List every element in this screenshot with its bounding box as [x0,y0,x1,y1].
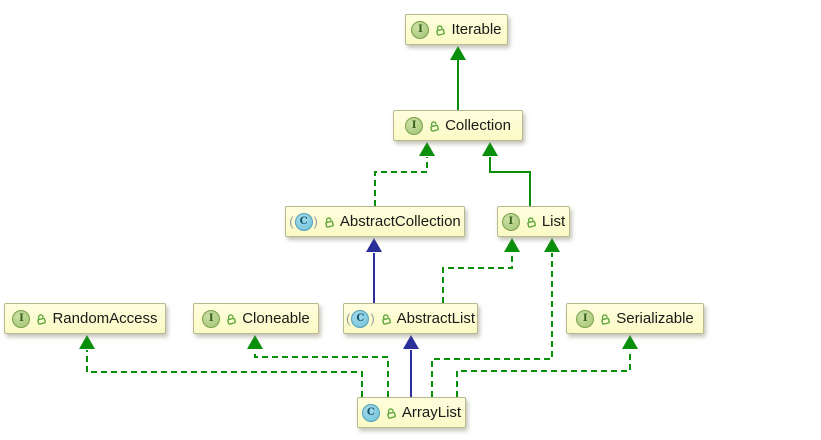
open-lock-icon [37,313,47,325]
open-lock-icon [527,216,536,228]
edge-arraylist-extends-abstractlist [403,335,419,397]
open-lock-icon [325,216,334,228]
node-label: Serializable [616,309,694,327]
node-label: AbstractList [396,309,476,327]
node-iterable[interactable]: I Iterable [405,14,508,45]
node-serializable[interactable]: I Serializable [566,303,704,334]
node-label: List [541,212,566,230]
node-label: Iterable [451,20,502,38]
class-icon: C [361,403,380,422]
node-label: Collection [445,116,511,134]
node-abstractcollection[interactable]: C AbstractCollection [285,206,465,237]
interface-icon: I [405,116,424,135]
open-lock-icon [227,313,237,325]
edge-arraylist-implements-cloneable [247,335,389,397]
node-label: Cloneable [242,309,310,327]
node-label: AbstractCollection [339,212,461,230]
interface-icon: I [576,309,595,328]
node-collection[interactable]: I Collection [393,110,523,141]
open-lock-icon [381,313,391,325]
edge-abstractlist-implements-list [442,238,520,303]
open-lock-icon [387,407,396,419]
abstract-class-icon: C [346,309,375,328]
edge-arraylist-implements-randomaccess [79,335,363,397]
node-randomaccess[interactable]: I RandomAccess [4,303,166,334]
interface-icon: I [411,20,430,39]
interface-icon: I [202,309,221,328]
node-label: RandomAccess [52,309,158,327]
node-arraylist[interactable]: C ArrayList [357,397,466,428]
edge-abstractlist-extends-abstractcollection [366,238,382,303]
node-cloneable[interactable]: I Cloneable [193,303,319,334]
abstract-class-icon: C [289,212,318,231]
node-list[interactable]: I List [497,206,570,237]
open-lock-icon [430,120,439,132]
edge-abstractcollection-implements-collection [374,142,435,206]
interface-icon: I [501,212,520,231]
node-label: ArrayList [401,403,462,421]
edge-list-extends-collection [482,142,531,206]
edge-arraylist-implements-list [431,238,560,397]
edge-collection-extends-iterable [450,46,466,110]
open-lock-icon [436,24,446,36]
edge-arraylist-implements-serializable [456,335,638,397]
node-abstractlist[interactable]: C AbstractList [343,303,478,334]
open-lock-icon [601,313,611,325]
interface-icon: I [12,309,31,328]
